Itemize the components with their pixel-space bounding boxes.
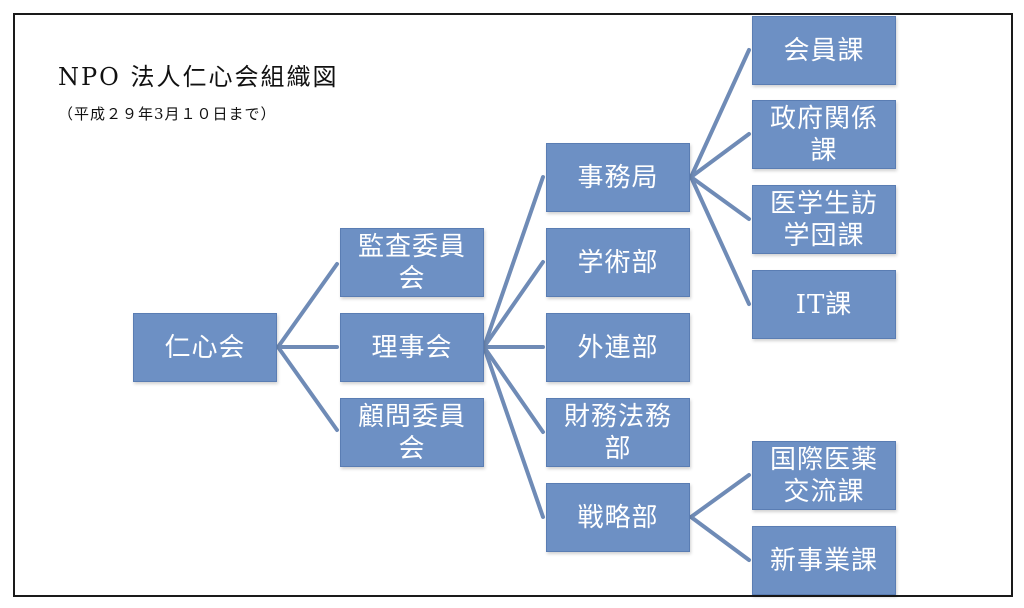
node-med-student-visit-section: 医学生訪学団課 <box>752 185 896 254</box>
connector-board-finance <box>482 345 545 434</box>
connector-board-academic <box>482 260 545 349</box>
connector-secretariat-member <box>689 48 751 179</box>
node-strategy-dept: 戦略部 <box>546 483 690 552</box>
node-jinshinkai: 仁心会 <box>133 313 277 382</box>
node-audit-committee: 監査委員会 <box>340 228 484 297</box>
connector-secretariat-gov <box>689 132 751 179</box>
node-new-business-section: 新事業課 <box>752 526 896 595</box>
connector-board-strategy <box>482 345 545 519</box>
node-advisory-committee: 顧問委員会 <box>340 398 484 467</box>
connector-root-advisory <box>276 345 339 432</box>
chart-frame <box>13 13 1013 597</box>
node-liaison-dept: 外連部 <box>546 313 690 382</box>
node-intl-pharma-exchange-section: 国際医薬交流課 <box>752 441 896 510</box>
node-board-of-directors: 理事会 <box>340 313 484 382</box>
node-secretariat: 事務局 <box>546 143 690 212</box>
connector-secretariat-medstudent <box>689 175 751 221</box>
connector-strategy-intl <box>689 473 751 519</box>
connector-board-secretariat <box>482 175 545 349</box>
connector-secretariat-it <box>689 175 751 306</box>
node-it-section: IT課 <box>752 270 896 339</box>
connector-strategy-newbiz <box>689 515 751 562</box>
node-member-section: 会員課 <box>752 16 896 85</box>
chart-subtitle: （平成２９年3月１０日まで） <box>58 105 277 123</box>
chart-title: NPO 法人仁心会組織図 <box>58 63 339 91</box>
node-finance-legal-dept: 財務法務部 <box>546 398 690 467</box>
node-academic-dept: 学術部 <box>546 228 690 297</box>
connector-root-audit <box>276 262 339 349</box>
node-gov-relations-section: 政府関係課 <box>752 100 896 169</box>
